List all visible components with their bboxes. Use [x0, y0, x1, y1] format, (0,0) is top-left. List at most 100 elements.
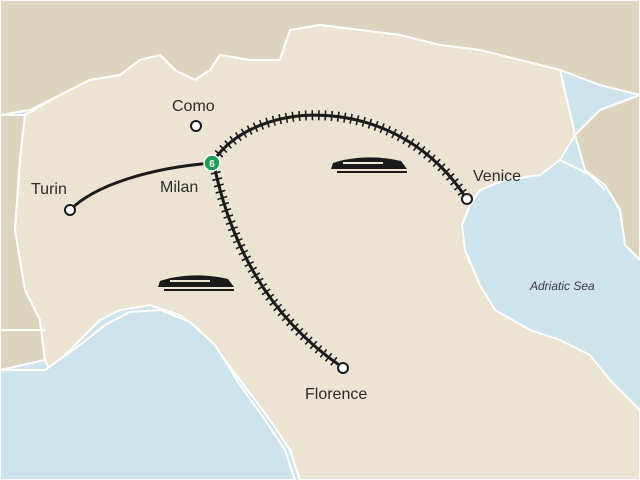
railway-tie [258, 119, 265, 130]
tyrrhenian-sea [0, 308, 297, 480]
railway-tie [324, 110, 327, 121]
region-border [559, 159, 606, 191]
italy-land [13, 23, 640, 480]
railway-tie [230, 232, 241, 238]
railway-tie [391, 128, 397, 139]
railway-tie [277, 308, 287, 317]
railway-tie [373, 120, 379, 131]
railway-tie [261, 288, 271, 296]
railway-tie [273, 303, 283, 312]
city-marker-florence [337, 362, 349, 374]
railway-tie [437, 163, 446, 172]
railway-tie [244, 261, 254, 268]
railway-tie [265, 117, 270, 128]
railway-tie [278, 114, 283, 125]
city-label-turin: Turin [31, 181, 67, 198]
railway-tie [304, 110, 307, 121]
route-milan-florence [212, 164, 343, 369]
railway-tie [215, 189, 226, 194]
railway-tie [355, 115, 360, 126]
water-label-adriatic: Adriatic Sea [529, 279, 595, 293]
railway-tie [453, 183, 463, 191]
railway-tie [235, 243, 246, 250]
railway-tie [241, 255, 252, 262]
railway-ties-florence [210, 170, 338, 366]
railway-tie [330, 356, 338, 366]
railway-tie [269, 298, 279, 307]
railway-tie [247, 266, 258, 273]
railway-tie [265, 293, 275, 301]
city-label-florence: Florence [305, 386, 367, 403]
train-icon [158, 275, 234, 291]
railway-tie [250, 272, 261, 279]
railway-tie [213, 183, 224, 188]
railway-tie [379, 123, 385, 134]
stop-number: 6 [209, 159, 215, 170]
railway-tie [227, 226, 238, 232]
city-label-venice: Venice [473, 168, 521, 185]
railway-tie [432, 158, 441, 168]
railway-tie [214, 149, 224, 158]
city-label-como: Como [172, 98, 215, 115]
stop-marker-milan: 6 [203, 154, 221, 172]
city-label-milan: Milan [160, 179, 198, 196]
railway-tie [324, 352, 333, 362]
railway-tie [385, 125, 391, 136]
railway-tie [423, 149, 431, 159]
city-marker-como [190, 120, 202, 132]
railway-tie [445, 173, 455, 181]
railway-tie [309, 340, 318, 350]
railway-tie [210, 170, 221, 175]
railway-tie [402, 134, 409, 145]
railway-tie [240, 128, 248, 138]
train-icon [331, 157, 407, 173]
railway-tie [291, 111, 295, 122]
railway-tie [219, 144, 228, 154]
railway-tie [367, 118, 373, 129]
railway-tie [212, 177, 223, 182]
railway-tie [450, 178, 459, 186]
city-marker-turin [64, 204, 76, 216]
railway-tie [304, 336, 313, 346]
railway-tie [457, 188, 467, 196]
railway-tie [286, 318, 295, 327]
railway-tie [428, 154, 436, 163]
railway-tie [224, 140, 232, 149]
neighbor-land-east [573, 93, 640, 262]
railway-tie [343, 112, 347, 123]
railway-tie [412, 142, 420, 152]
railway-tie [229, 135, 237, 145]
railway-tie [254, 277, 264, 285]
railway-tie [271, 115, 276, 126]
city-marker-venice [461, 193, 473, 205]
railway-tie [441, 168, 451, 177]
railway-tie [396, 131, 403, 142]
railway-tie [295, 327, 304, 336]
railway-tie [252, 122, 259, 133]
railway-tie [298, 110, 301, 122]
railway-ties-venice [214, 110, 467, 196]
railway-tie [217, 195, 228, 201]
railway-tie [246, 125, 253, 135]
railway-tie [418, 145, 426, 155]
railway-tie [290, 323, 299, 332]
railway-tie [238, 249, 249, 256]
railway-tie [349, 113, 353, 124]
railway-tie [234, 131, 242, 142]
railway-tie [225, 220, 236, 226]
railway-tie [299, 332, 308, 341]
railway-tie [319, 349, 328, 358]
railway-tie [257, 283, 268, 290]
railway-tie [232, 237, 243, 244]
railway-tie [407, 138, 415, 148]
railway-tie [223, 214, 234, 219]
railway-tie [281, 313, 291, 322]
railway-tie [284, 112, 289, 123]
route-turin-milan [68, 161, 213, 212]
railway-tie [314, 344, 323, 354]
railway-tie [336, 111, 340, 122]
railway-tie [221, 208, 232, 213]
railway-tie [361, 116, 366, 127]
railway-tie [330, 110, 334, 121]
